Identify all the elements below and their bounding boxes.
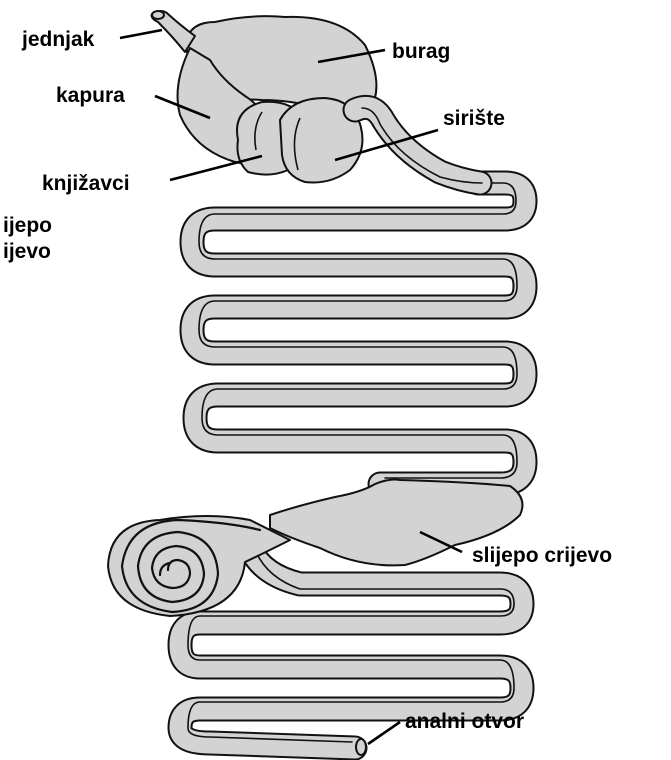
label-slijepo-crijevo: slijepo crijevo — [472, 544, 612, 567]
label-knjizavci: knjižavci — [42, 172, 130, 195]
label-kapura: kapura — [56, 84, 125, 107]
label-siriste: sirište — [443, 107, 505, 130]
anus-leader — [368, 722, 400, 744]
label-jednjak: jednjak — [21, 28, 95, 51]
esophagus-opening — [152, 11, 164, 19]
label-small-intestine-line2: ijevo — [3, 240, 51, 263]
esophagus-leader — [120, 30, 162, 38]
label-burag: burag — [392, 40, 450, 63]
small-intestine-loops — [192, 183, 525, 484]
label-small-intestine-line1: ijepo — [3, 214, 52, 237]
label-analni-otvor: analni otvor — [405, 710, 524, 733]
anus-opening — [356, 739, 366, 755]
